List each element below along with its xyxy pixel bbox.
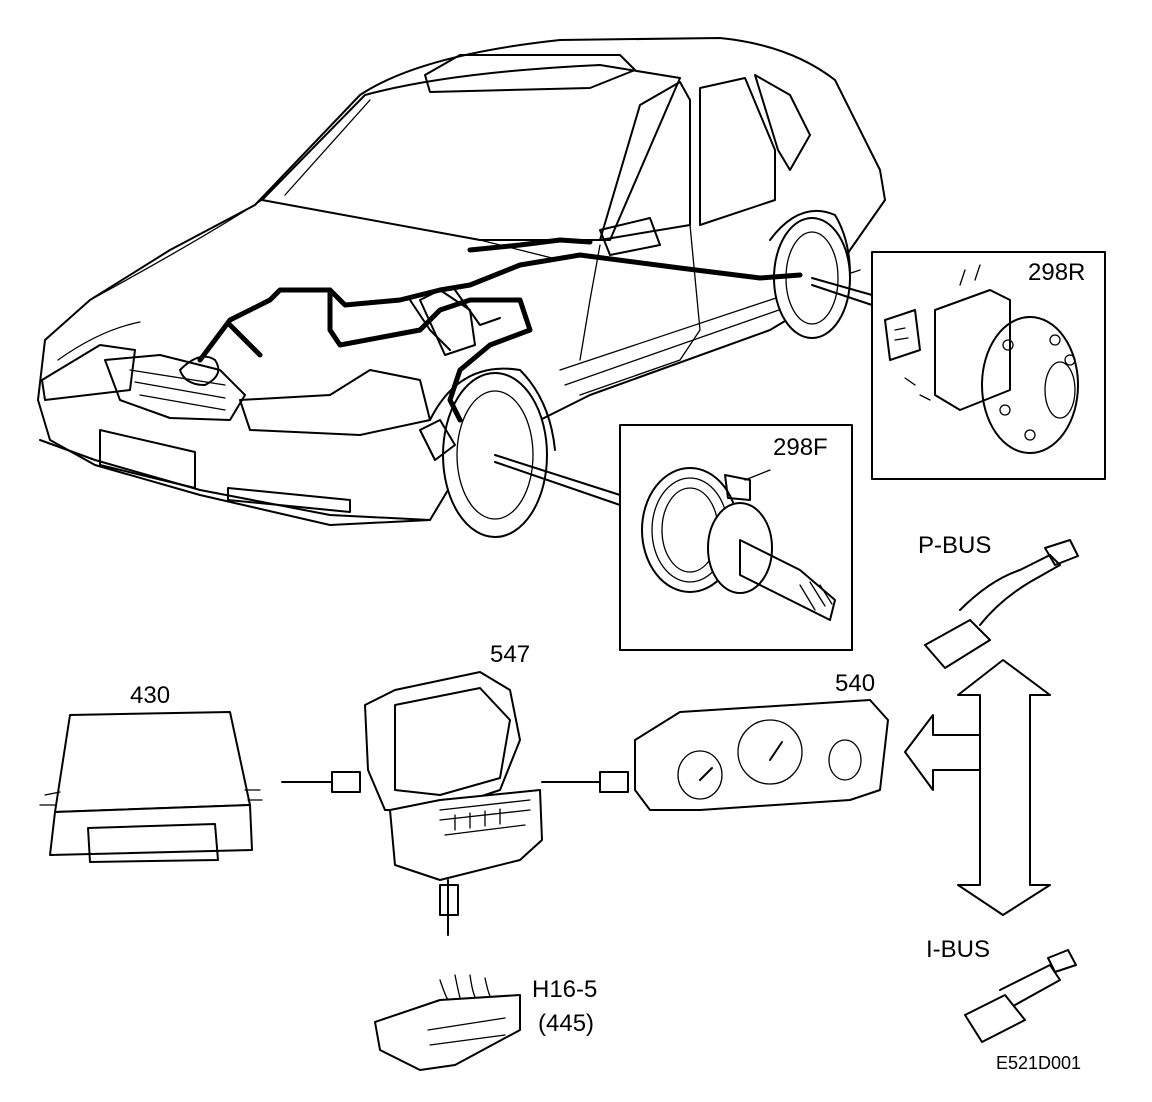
label-540: 540 (835, 670, 876, 697)
front-wheel-sensor-box (619, 424, 853, 651)
label-i-bus: I-BUS (926, 936, 991, 963)
label-430: 430 (130, 682, 171, 709)
control-module-547 (364, 671, 543, 881)
label-p-bus: P-BUS (918, 532, 992, 559)
label-445: (445) (538, 1010, 595, 1037)
bus-arrows (904, 659, 1051, 916)
module-connections (281, 771, 629, 936)
instrument-cluster-540 (634, 699, 889, 811)
car-illustration (37, 37, 886, 538)
front-axle-drawing (641, 467, 836, 621)
p-bus-connector (924, 539, 1079, 669)
label-h16-5: H16-5 (532, 976, 598, 1003)
label-298r: 298R (1028, 259, 1086, 286)
rear-hub-drawing (884, 264, 1079, 454)
label-547: 547 (490, 641, 531, 668)
label-298f: 298F (773, 434, 828, 461)
engine-module-430 (39, 711, 263, 863)
rear-wheel-sensor-box (871, 251, 1106, 480)
i-bus-connector (964, 949, 1077, 1043)
diagnostic-connector-h16-5 (374, 974, 521, 1071)
figure-code: E521D001 (996, 1053, 1082, 1073)
